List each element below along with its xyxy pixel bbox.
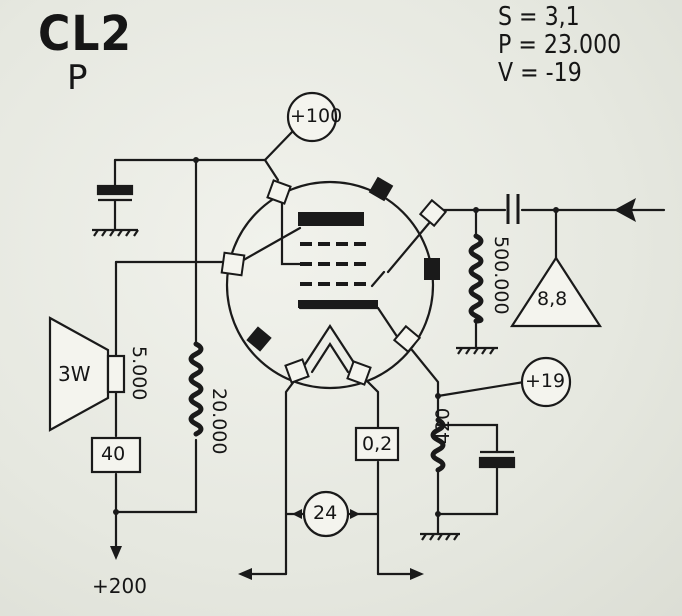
pin-heater-left xyxy=(284,358,310,384)
input-arrow xyxy=(614,198,636,222)
plate-voltage-label: +100 xyxy=(290,105,343,127)
cathode-voltage-label: +19 xyxy=(525,370,566,392)
heater-arrow-right xyxy=(410,568,424,580)
speaker-cone xyxy=(48,316,110,432)
pin-right-top xyxy=(418,198,448,228)
supply-arrow xyxy=(110,546,122,560)
wire-cathode xyxy=(410,348,440,422)
cathode-voltage-circle xyxy=(520,356,572,408)
choke-box xyxy=(90,436,142,474)
wire-heater-right xyxy=(360,374,380,430)
wire-cathode-cap-bot xyxy=(436,466,499,516)
wire-bottom-return xyxy=(114,438,198,514)
tube-function-subtitle: P xyxy=(67,58,88,98)
tube-grid-lead xyxy=(238,226,302,264)
tube-filament xyxy=(298,323,362,374)
tube-beam xyxy=(370,270,386,288)
cathode-resistor-label: 420 xyxy=(432,407,454,444)
tube-envelope xyxy=(225,180,435,390)
cathode-cap-body xyxy=(478,456,516,469)
screen-resistor-coil xyxy=(188,341,204,437)
grid-resistor-coil xyxy=(468,233,484,324)
heater-current-box xyxy=(354,426,400,462)
cathode-resistor-coil xyxy=(430,417,446,473)
wire-plus100 xyxy=(263,130,294,162)
input-signal-label: 8,8 xyxy=(537,288,568,310)
heater-current-label: 0,2 xyxy=(362,433,393,455)
wire-cathode-right xyxy=(436,380,526,398)
grid-resistor-label: 500.000 xyxy=(490,236,512,315)
param-v: V = -19 xyxy=(498,58,582,88)
tube-plate xyxy=(298,212,364,226)
pin-bottom-left xyxy=(246,326,272,352)
tube-plate-stem xyxy=(280,194,302,266)
cap-top-left xyxy=(96,184,134,196)
param-s: S = 3,1 xyxy=(498,2,580,32)
plate-voltage-circle xyxy=(286,91,338,143)
pin-left xyxy=(220,251,246,277)
wire-cathode-cap xyxy=(436,423,499,454)
pin-cathode xyxy=(392,324,422,354)
tube-type-title: CL2 xyxy=(38,6,133,62)
pin-heater-right xyxy=(346,360,372,386)
speaker-label: 3W xyxy=(58,362,91,386)
pin-top-right xyxy=(368,176,394,202)
speaker-impedance-label: 5.000 xyxy=(128,346,150,401)
screen-resistor-label: 20.000 xyxy=(208,388,230,455)
heater-voltage-circle xyxy=(302,490,350,538)
tube-filament2 xyxy=(310,341,350,374)
heater-voltage-label: 24 xyxy=(313,502,338,524)
heater-arrow-left xyxy=(238,568,252,580)
tube-cathode-stem xyxy=(298,306,404,346)
choke-label: 40 xyxy=(101,443,126,465)
wire-plate-lead xyxy=(263,158,280,182)
tube-suppressor xyxy=(298,300,378,308)
param-p: P = 23.000 xyxy=(498,30,622,60)
speaker-magnet xyxy=(106,354,126,394)
wire-heater-left xyxy=(284,374,300,576)
input-triangle xyxy=(509,255,603,328)
tube-grid2-lead xyxy=(386,220,432,274)
pin-right-mid xyxy=(424,258,440,280)
supply-voltage-label: +200 xyxy=(92,574,147,598)
pin-plate xyxy=(266,179,292,205)
